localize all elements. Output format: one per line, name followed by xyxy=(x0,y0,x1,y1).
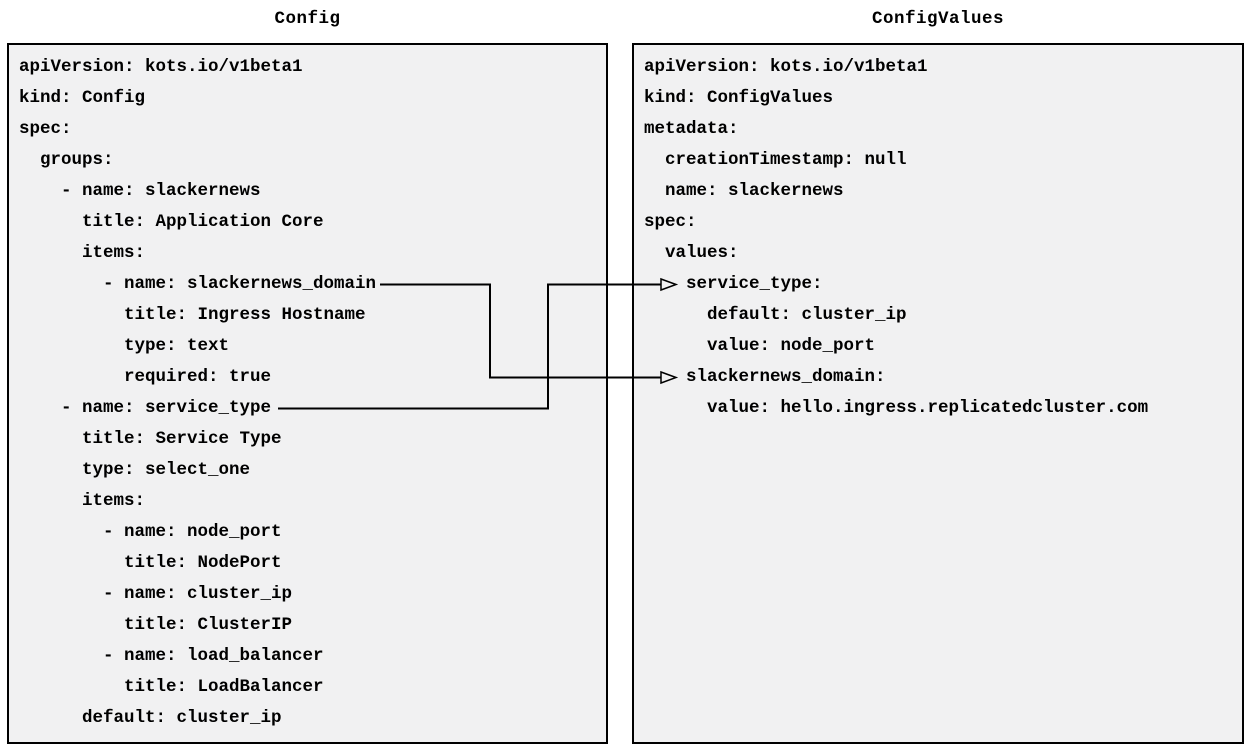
configvalues-yaml-code: apiVersion: kots.io/v1beta1 kind: Config… xyxy=(644,57,1149,418)
configvalues-panel-title: ConfigValues xyxy=(871,9,1005,29)
configvalues-panel: apiVersion: kots.io/v1beta1 kind: Config… xyxy=(632,43,1244,744)
config-panel-title: Config xyxy=(274,9,341,29)
config-panel: apiVersion: kots.io/v1beta1 kind: Config… xyxy=(7,43,608,744)
config-yaml-code: apiVersion: kots.io/v1beta1 kind: Config… xyxy=(19,57,377,728)
